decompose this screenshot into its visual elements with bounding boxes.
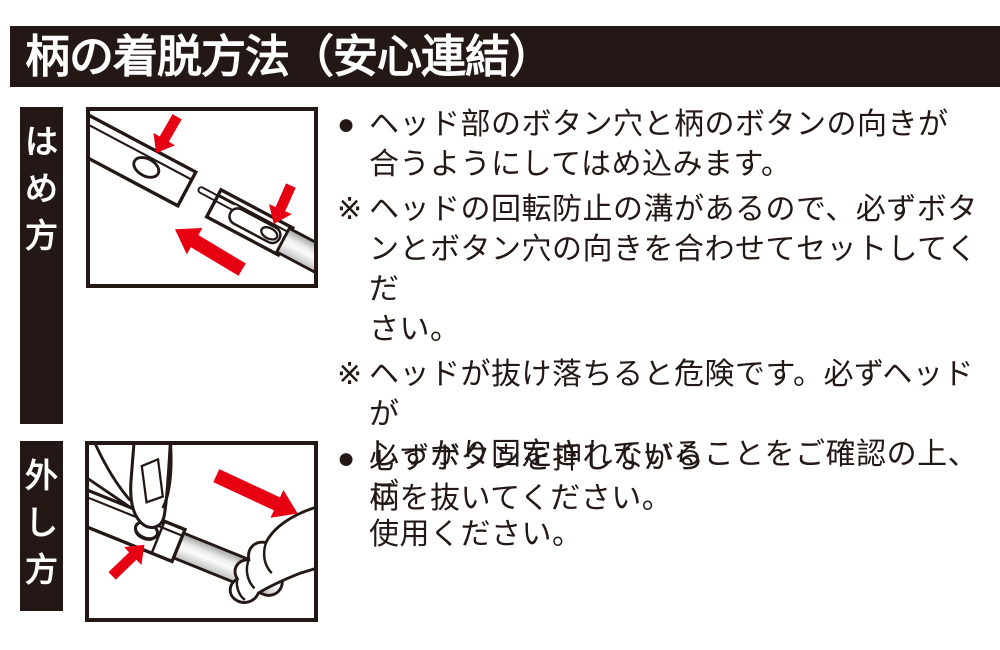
hand-edge-line: [89, 477, 130, 508]
press-button-arrow: [108, 544, 145, 580]
instruction-paragraph: ● ヘッド部のボタン穴と柄のボタンの向きが 合うようにしてはめ込みます。: [337, 105, 997, 185]
locking-prong: [197, 186, 236, 211]
section-label-char: 方: [25, 551, 58, 588]
section-label-removal: 外し方: [20, 441, 63, 611]
finger-line: [235, 578, 246, 601]
handle-removal-diagram: [89, 445, 314, 604]
paragraph-text: ヘッド部のボタン穴と柄のボタンの向きが 合うようにしてはめ込みます。: [369, 108, 949, 181]
section-label-fitting: はめ方: [20, 107, 63, 424]
handle-insertion-diagram: [90, 111, 314, 284]
illustration-fitting: [86, 107, 318, 288]
pull-direction-arrow: [213, 469, 298, 518]
section-label-char: 方: [25, 217, 58, 254]
section-label-char: し: [25, 504, 58, 541]
section-label-char: 外: [25, 457, 58, 494]
paragraph-marker: ●: [337, 442, 356, 475]
instruction-paragraph: ● 必ずボタンを押しながら 柄を抜いてください。: [337, 439, 997, 519]
finger-line: [245, 559, 256, 590]
paragraph-marker: ※: [337, 358, 363, 391]
instructions-fitting: ●ヘッド部のボタン穴と柄のボタンの向きが 合うようにしてはめ込みます。※ヘッドの…: [337, 105, 997, 560]
head-pipe: [90, 111, 199, 209]
button-hole: [132, 156, 161, 179]
illustration-removal: [85, 441, 318, 622]
fingernail: [140, 457, 165, 504]
instruction-paragraph: ※ヘッドが抜け落ちると危険です。必ずヘッドが しっかり固定されていることをご確認…: [337, 355, 997, 555]
hand-edge-line: [161, 445, 173, 509]
hand-edge-line: [94, 445, 132, 502]
paragraph-marker: ※: [337, 193, 363, 226]
head-pipe-edge-line: [90, 111, 193, 181]
header-bar: 柄の着脱方法（安心連結）: [10, 26, 1000, 87]
instructions-removal: ● 必ずボタンを押しながら 柄を抜いてください。: [337, 439, 997, 524]
socket-cuff-line: [150, 520, 166, 554]
page-title: 柄の着脱方法（安心連結）: [25, 31, 554, 82]
handle-grip: [274, 226, 314, 284]
paragraph-text: ヘッドが抜け落ちると危険です。必ずヘッドが しっかり固定されていることをご確認の…: [369, 358, 979, 551]
button-pressed-arc: [134, 528, 157, 541]
section-label-char: め: [25, 170, 58, 207]
handle-button: [260, 226, 279, 241]
finger-line: [262, 542, 273, 574]
button-hole-pointer-arrow: [153, 114, 182, 154]
instruction-paragraph: ※ヘッドの回転防止の溝があるので、必ずボタ ンとボタン穴の向きを合わせてセットし…: [337, 190, 997, 350]
paragraph-text: ヘッドの回転防止の溝があるので、必ずボタ ンとボタン穴の向きを合わせてセットして…: [369, 193, 978, 346]
insert-direction-arrow: [174, 228, 246, 276]
paragraph-marker: ●: [337, 108, 356, 141]
paragraph-text: 必ずボタンを押しながら 柄を抜いてください。: [369, 442, 705, 515]
section-label-char: は: [25, 123, 58, 160]
button-pointer-arrow: [269, 183, 296, 224]
button-slot: [228, 207, 282, 245]
